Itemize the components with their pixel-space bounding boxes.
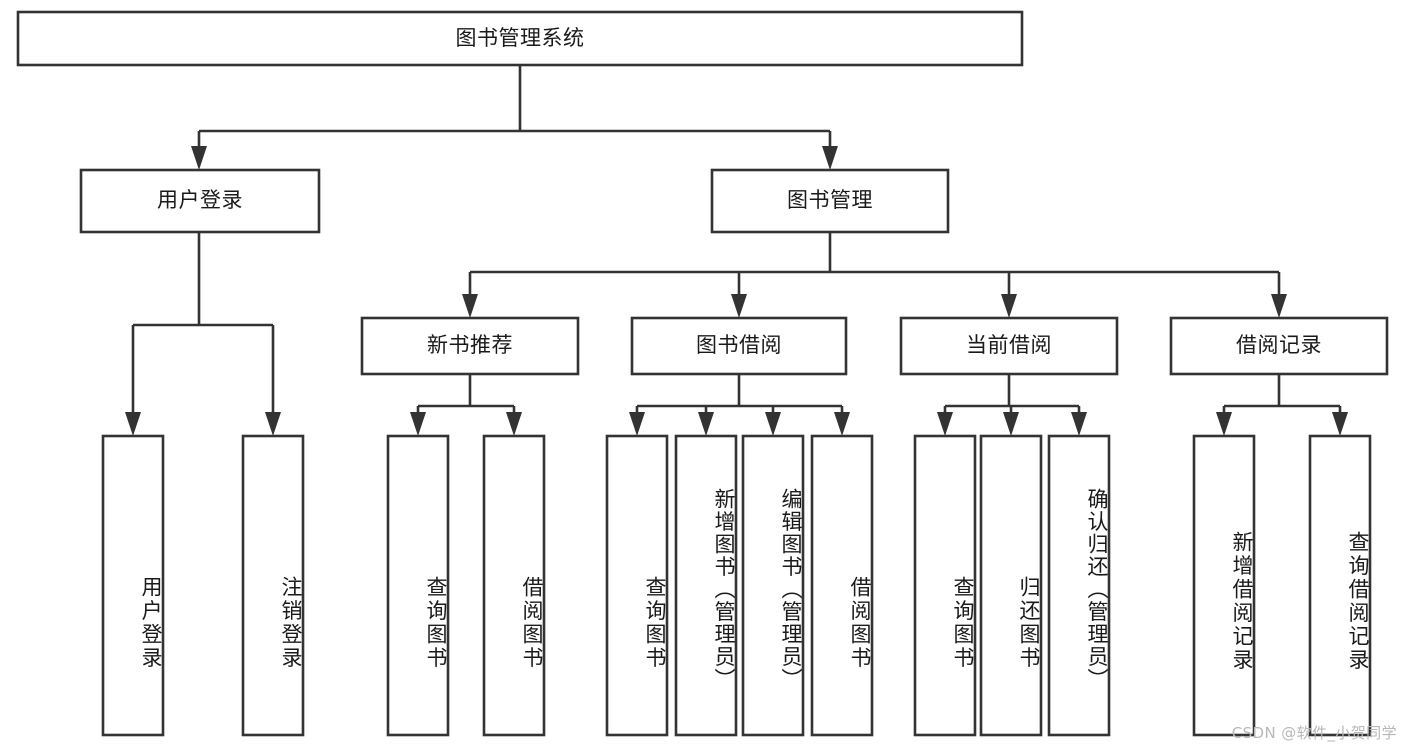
arrow-leaf-borrow-book-2-icon xyxy=(834,412,850,436)
node-box-leaf-query-book-1[interactable] xyxy=(386,434,450,737)
node-box-leaf-user-login[interactable] xyxy=(101,434,165,737)
arrow-to-borrow-record-icon xyxy=(1271,294,1287,318)
node-box-borrow-record[interactable] xyxy=(1169,316,1389,376)
node-box-leaf-edit-book[interactable] xyxy=(741,434,805,737)
arrow-leaf-edit-book-icon xyxy=(765,412,781,436)
node-box-leaf-query-record[interactable] xyxy=(1308,434,1372,737)
edges-borrow-record-to-leaves xyxy=(1216,374,1348,436)
node-box-leaf-borrow-book-2[interactable] xyxy=(810,434,874,737)
arrow-leaf-query-book-2-icon xyxy=(629,412,645,436)
csdn-watermark: CSDN @软件_小贺同学 xyxy=(1231,724,1397,742)
node-box-leaf-add-record[interactable] xyxy=(1192,434,1256,737)
edges-book-borrow-to-leaves xyxy=(629,374,850,436)
node-box-book-management[interactable] xyxy=(710,168,950,234)
node-box-book-borrow[interactable] xyxy=(630,316,848,376)
node-box-leaf-add-book[interactable] xyxy=(674,434,738,737)
arrow-leaf-add-book-icon xyxy=(698,412,714,436)
node-box-leaf-query-book-2[interactable] xyxy=(605,434,669,737)
arrow-leaf-query-book-3-icon xyxy=(937,412,953,436)
edges-user-login-to-leaves xyxy=(125,232,281,436)
arrow-leaf-logout-icon xyxy=(265,412,281,436)
edges-new-book-recommend-to-leaves xyxy=(410,374,522,436)
node-box-user-login[interactable] xyxy=(79,168,321,234)
arrow-leaf-confirm-return-icon xyxy=(1071,412,1087,436)
node-box-new-book-recommend[interactable] xyxy=(360,316,580,376)
node-box-leaf-logout[interactable] xyxy=(241,434,305,737)
arrow-leaf-add-record-icon xyxy=(1216,412,1232,436)
arrow-leaf-query-book-1-icon xyxy=(410,412,426,436)
edges-current-borrow-to-leaves xyxy=(937,374,1087,436)
arrow-leaf-user-login-icon xyxy=(125,412,141,436)
arrow-to-new-book-recommend-icon xyxy=(462,294,478,318)
node-box-leaf-query-book-3[interactable] xyxy=(913,434,977,737)
arrow-leaf-return-book-icon xyxy=(1003,412,1019,436)
node-box-leaf-return-book[interactable] xyxy=(979,434,1043,737)
arrow-to-current-borrow-icon xyxy=(1001,294,1017,318)
node-box-leaf-borrow-book-1[interactable] xyxy=(482,434,546,737)
arrow-leaf-query-record-icon xyxy=(1332,412,1348,436)
arrow-leaf-borrow-book-1-icon xyxy=(506,412,522,436)
node-box-root[interactable] xyxy=(16,10,1024,67)
arrow-to-book-borrow-icon xyxy=(731,294,747,318)
node-box-leaf-confirm-return[interactable] xyxy=(1047,434,1111,737)
edges-root-to-level2 xyxy=(191,65,838,170)
arrow-to-user-login-icon xyxy=(191,146,207,170)
edges-book-management-to-level3 xyxy=(462,232,1287,318)
node-box-current-borrow[interactable] xyxy=(899,316,1119,376)
arrow-to-book-management-icon xyxy=(822,146,838,170)
